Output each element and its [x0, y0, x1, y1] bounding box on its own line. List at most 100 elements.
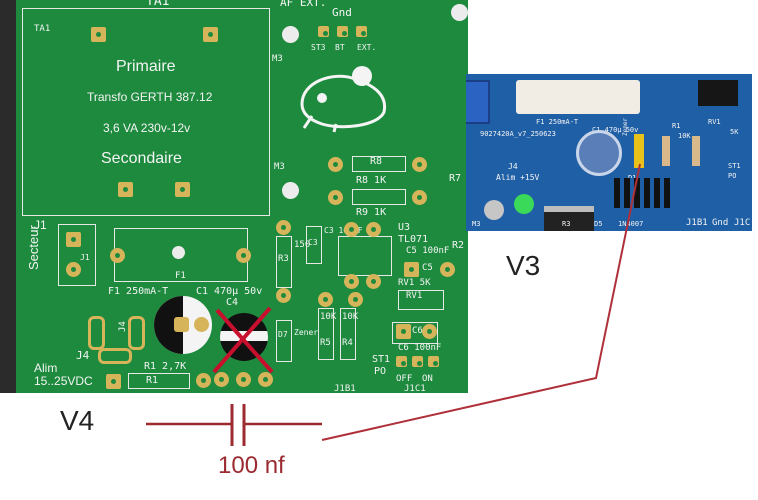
photo-m3-label: M3 [472, 220, 481, 228]
c6-pad [396, 324, 411, 339]
c3-outline [306, 226, 322, 264]
photo-gnd-label: Gnd [712, 218, 729, 228]
st1-pad [412, 356, 423, 367]
r4-label: R4 [342, 338, 353, 348]
r5-outline [318, 308, 334, 360]
r8-value: R8 1K [356, 175, 387, 186]
j4-slot-pad [98, 348, 132, 364]
u3-outline [338, 236, 392, 276]
st1-pad [396, 356, 407, 367]
photo-resistor [692, 136, 700, 166]
pcb-dark-edge [0, 0, 16, 393]
photo-alim-label: Alim +15V [496, 173, 540, 182]
u3-pad [344, 274, 359, 289]
photo-d5-part: 1N4007 [618, 220, 644, 228]
photo-capacitor [576, 130, 622, 176]
j1-pad [66, 232, 81, 247]
transformer-outline [22, 8, 270, 216]
r2-label: R2 [452, 240, 465, 251]
po-label: PO [374, 366, 387, 377]
j1b1-label: J1B1 [334, 384, 356, 393]
pad [214, 372, 229, 387]
off-label: OFF [396, 374, 413, 384]
pcb-render: TA1 TA1 Primaire Transfo GERTH 387.12 3,… [0, 0, 468, 393]
r5-value: 10K [320, 312, 337, 322]
capacitor-value-label: 100 nf [218, 452, 285, 479]
ta1-top-label: TA1 [146, 0, 170, 9]
bt-label: BT [335, 43, 345, 52]
r3-value: 150 [294, 240, 311, 250]
m3-label-a: M3 [272, 54, 283, 64]
photo-regulator [544, 206, 594, 231]
photo-fuse-holder [516, 80, 640, 114]
photo-ref-label: 9027420A_v7_250623 [480, 130, 556, 138]
photo-c1-label: C1 470µ 50v [592, 126, 639, 134]
va-label: 3,6 VA 230v-12v [103, 121, 191, 135]
photo-st1-label: ST1 [728, 162, 741, 170]
j1-label: J1 [34, 218, 47, 232]
r1-label: R1 [146, 375, 159, 386]
ta1-pad [175, 182, 190, 197]
c3-label: C3 [308, 238, 318, 247]
photo-j1c-label: J1C [734, 218, 751, 228]
r8-outline [352, 156, 406, 172]
j4-slot-pad [88, 316, 105, 350]
u3-label: U3 [398, 222, 411, 233]
resistor-pad [276, 288, 291, 303]
photo-resistor [662, 136, 670, 166]
photo-10k-label: 10K [678, 132, 691, 140]
st1-pad [428, 356, 439, 367]
r3-label: R3 [278, 254, 289, 264]
turtle-logo [300, 66, 387, 133]
rv1-value: RV1 5K [398, 278, 431, 288]
u3-pad [366, 274, 381, 289]
f1-pad [236, 248, 251, 263]
f1-label: F1 [175, 271, 186, 281]
resistor-pad [412, 190, 427, 205]
d7-label: D7 [278, 330, 288, 339]
photo-j1b1-label: J1B1 [686, 218, 708, 228]
j1-outline [58, 224, 96, 286]
mounting-hole [451, 4, 468, 21]
photo-pin-header [614, 178, 674, 208]
photo-ic [698, 80, 738, 106]
ext-label: EXT. [357, 43, 377, 52]
transfo-label: Transfo GERTH 387.12 [87, 90, 213, 104]
mounting-hole [282, 26, 299, 43]
ta1-pad [203, 27, 218, 42]
st3-label: ST3 [311, 43, 326, 52]
alim-pad [106, 374, 121, 389]
rv1-label: RV1 [406, 291, 423, 301]
photo-r3-label: R3 [562, 220, 571, 228]
j1-pad [66, 262, 81, 277]
connector-pad [318, 26, 329, 37]
c6-value: C6 100nF [398, 343, 442, 353]
alim-range-label: 15..25VDC [34, 374, 93, 388]
c3-value: C3 100nF [324, 226, 363, 235]
tl071-label: TL071 [398, 234, 429, 245]
c6-label: C6 [412, 326, 423, 336]
photo-5k-label: 5K [730, 128, 739, 136]
photo-f1-label: F1 250mA-T [536, 118, 579, 126]
af-ext-label: AF EXT. [280, 0, 327, 9]
f1-pad [110, 248, 125, 263]
photo-green-led [514, 194, 534, 214]
r9-value: R9 1K [356, 207, 387, 218]
resistor-pad [348, 292, 363, 307]
r1-outline [128, 373, 190, 389]
c1-label: C1 470µ 50v [196, 286, 263, 297]
r4-outline [340, 308, 356, 360]
connector-pad [337, 26, 348, 37]
c5-value: C5 100nF [406, 246, 450, 256]
j1-inner-label: J1 [80, 253, 90, 262]
c6-pad [422, 324, 437, 339]
resistor-pad [196, 373, 211, 388]
j4-label: J4 [76, 349, 90, 362]
resistor-pad [328, 190, 343, 205]
u3-pad [344, 222, 359, 237]
photo-rv1-label: RV1 [708, 118, 721, 126]
m3-label-b: M3 [274, 162, 285, 172]
photo-d5-label: D5 [594, 220, 603, 228]
photo-zener-yellow [634, 134, 644, 168]
